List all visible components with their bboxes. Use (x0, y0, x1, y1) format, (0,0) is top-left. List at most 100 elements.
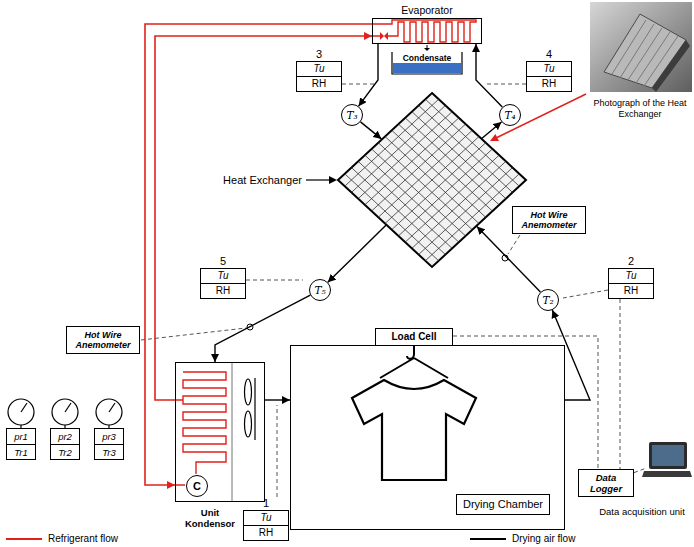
compressor: C (186, 475, 208, 497)
temperature-label: T₅ (314, 285, 325, 296)
callout-number: 3 (296, 48, 342, 61)
sensor-frame: TuRH (608, 268, 654, 299)
temperature-point: T₅ (309, 279, 331, 301)
heat-exchanger-outline (338, 93, 526, 267)
air-flow-arrow (477, 226, 541, 292)
condenser-label: Unit Kondensor (181, 507, 239, 529)
temperature-point: T₄ (499, 104, 521, 126)
acquisition-label: Data acquisition unit (592, 506, 692, 517)
callout-number: 2 (608, 255, 654, 268)
legend-label: Drying air flow (512, 533, 575, 545)
air-flow-arrow (552, 310, 590, 400)
heat-exchanger-mesh (405, 118, 499, 205)
gauge-label: pr2 (51, 429, 79, 444)
heat-exchanger-photo (590, 2, 692, 92)
callout-number: 1 (243, 497, 289, 510)
condensate-tray: Condensate (392, 52, 462, 74)
heat-exchanger-shape (337, 92, 527, 268)
evaporator-coil (373, 20, 476, 42)
data-logger-box: Data Logger (578, 469, 634, 497)
legend-entry: Drying air flow (512, 533, 575, 545)
gauge-box: pr3Tr3 (94, 428, 124, 460)
sensor-frame: TuRH (296, 61, 342, 92)
heat-exchanger-mesh (392, 130, 486, 217)
laptop (642, 442, 692, 477)
sensor-label: RH (244, 525, 288, 540)
evaporator: Evaporator (372, 18, 482, 44)
gauge-label: Tr1 (7, 444, 35, 460)
heat-exchanger-mesh (425, 174, 519, 261)
callout-number: 5 (200, 255, 246, 268)
temperature-label: T₂ (542, 295, 553, 306)
legend-label: Refrigerant flow (48, 533, 118, 545)
air-flow-arrow (361, 122, 382, 139)
anemometer-box: Hot Wire Anemometer (66, 326, 140, 354)
photo-caption: Photograph of the Heat Exchanger (588, 98, 692, 120)
heat-exchanger: Heat Exchanger (337, 92, 527, 268)
heat-exchanger-mesh (412, 112, 506, 199)
condenser-internals (175, 363, 255, 501)
gauge-label: pr3 (95, 429, 123, 444)
temperature-point: T₃ (341, 104, 363, 126)
evaporator-label: Evaporator (373, 4, 481, 17)
sensor-label: RH (527, 76, 571, 91)
sensor-box: 2TuRH (608, 255, 654, 299)
heat-exchanger-mesh (398, 124, 492, 211)
t-shirt (352, 346, 476, 480)
air-flow-arrow (215, 295, 310, 362)
compressor-label: C (193, 481, 201, 492)
sensor-frame: TuRH (243, 510, 289, 541)
anemometer-probe (247, 255, 508, 330)
sensor-label: RH (201, 283, 245, 298)
sensor-frame: TuRH (200, 268, 246, 299)
box-label: Data Logger (582, 472, 630, 494)
air-flow-arrow (476, 44, 502, 107)
drying-chamber: Drying Chamber (290, 345, 565, 530)
sensor-label: Tu (609, 269, 653, 283)
air-flow-arrow (328, 225, 386, 282)
chamber-label: Drying Chamber (456, 494, 550, 515)
temperature-label: T₄ (504, 110, 515, 121)
heat-exchanger-mesh (385, 137, 479, 224)
temperature-label: T₃ (346, 110, 357, 121)
gauge-box: pr2Tr2 (50, 428, 80, 460)
condensate-tray (392, 52, 462, 74)
gauge-box: pr1Tr1 (6, 428, 36, 460)
heat-exchanger-label: Heat Exchanger (212, 173, 302, 187)
sensor-box: 4TuRH (526, 48, 572, 92)
temperature-point: T₂ (537, 289, 559, 311)
sensor-label: RH (609, 283, 653, 298)
heat-exchanger-mesh (385, 137, 479, 224)
heat-exchanger-mesh (398, 149, 492, 236)
sensor-box: 1TuRH (243, 497, 289, 541)
air-flow-arrow (265, 399, 290, 400)
signal-line (634, 468, 646, 472)
gauge-label: pr1 (7, 429, 35, 444)
air-flow-arrow (482, 122, 502, 138)
signal-line (620, 299, 621, 469)
air-flow-arrow (359, 44, 378, 106)
box-label: Hot Wire Anemometer (516, 210, 582, 231)
condenser-unit: Unit KondensorC (175, 362, 265, 502)
sensor-label: Tu (201, 269, 245, 283)
gauge-label: Tr3 (95, 444, 123, 460)
pressure-gauges (8, 399, 122, 428)
heat-exchanger-pointer (306, 176, 337, 184)
heat-exchanger-mesh (425, 99, 519, 186)
sensor-label: Tu (297, 62, 341, 76)
heat-exchanger-mesh (419, 168, 513, 255)
legend-entry: Refrigerant flow (48, 533, 118, 545)
condensate-label: Condensate (392, 52, 462, 63)
sensor-box: 5TuRH (200, 255, 246, 299)
box-label: Hot Wire Anemometer (70, 330, 136, 351)
gauge-label: Tr2 (51, 444, 79, 460)
heat-exchanger-mesh (412, 161, 506, 248)
sensor-label: RH (297, 76, 341, 91)
sensor-label: Tu (244, 511, 288, 525)
signal-line (453, 336, 598, 469)
sensor-leaders (141, 84, 608, 497)
heat-exchanger-mesh (419, 105, 513, 192)
sensor-frame: TuRH (526, 61, 572, 92)
